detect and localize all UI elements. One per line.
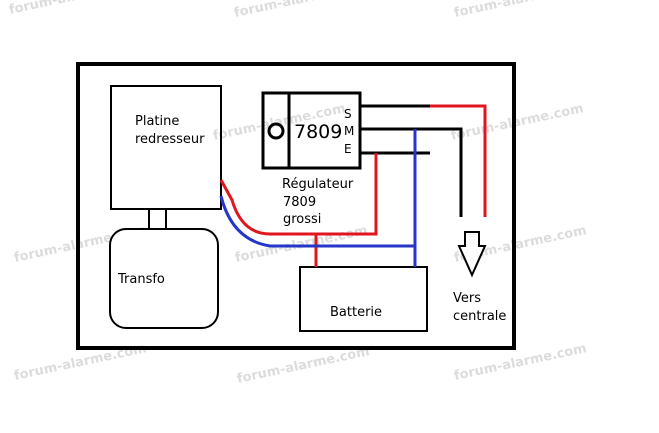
positive-wiring (219, 104, 487, 267)
watermark-layer: forum-alarme.com forum-alarme.com forum-… (8, 0, 588, 387)
regulator-caption-line2: 7809 (283, 195, 316, 210)
black-wire-ground-to-central (430, 127, 463, 217)
pin-m-label: M (344, 124, 354, 138)
transformer (109, 228, 219, 329)
transformer-label: Transfo (117, 272, 165, 287)
mounting-hole-icon (267, 122, 285, 140)
regulator-chip-label: 7809 (294, 121, 342, 143)
watermark: forum-alarme.com (450, 101, 585, 144)
watermark: forum-alarme.com (233, 0, 368, 21)
rectifier-label-line1: Platine (135, 114, 179, 129)
pin-e-label: E (344, 142, 352, 156)
destination-label-line2: centrale (453, 309, 506, 324)
rectifier-label-line2: redresseur (135, 132, 205, 147)
destination-label-line1: Vers (453, 291, 481, 306)
regulator-caption-line3: grossi (283, 212, 321, 227)
red-wire-rectifier-to-regulator-input (219, 153, 378, 236)
regulator-7809: 7809 S M E (261, 91, 430, 170)
arrow-down-icon (457, 231, 487, 278)
battery (299, 266, 428, 332)
red-wire-output-to-central (430, 104, 487, 217)
enclosure-frame (76, 62, 516, 350)
battery-label: Batterie (330, 305, 382, 320)
watermark: forum-alarme.com (8, 0, 143, 18)
watermark: forum-alarme.com (453, 0, 588, 21)
rectifier-board (110, 85, 222, 210)
regulator-caption-line1: Régulateur (282, 177, 354, 192)
watermark: forum-alarme.com (236, 344, 371, 387)
pin-s-label: S (344, 107, 352, 121)
blue-wire-rectifier-ground (219, 195, 415, 248)
negative-wiring (219, 129, 417, 267)
